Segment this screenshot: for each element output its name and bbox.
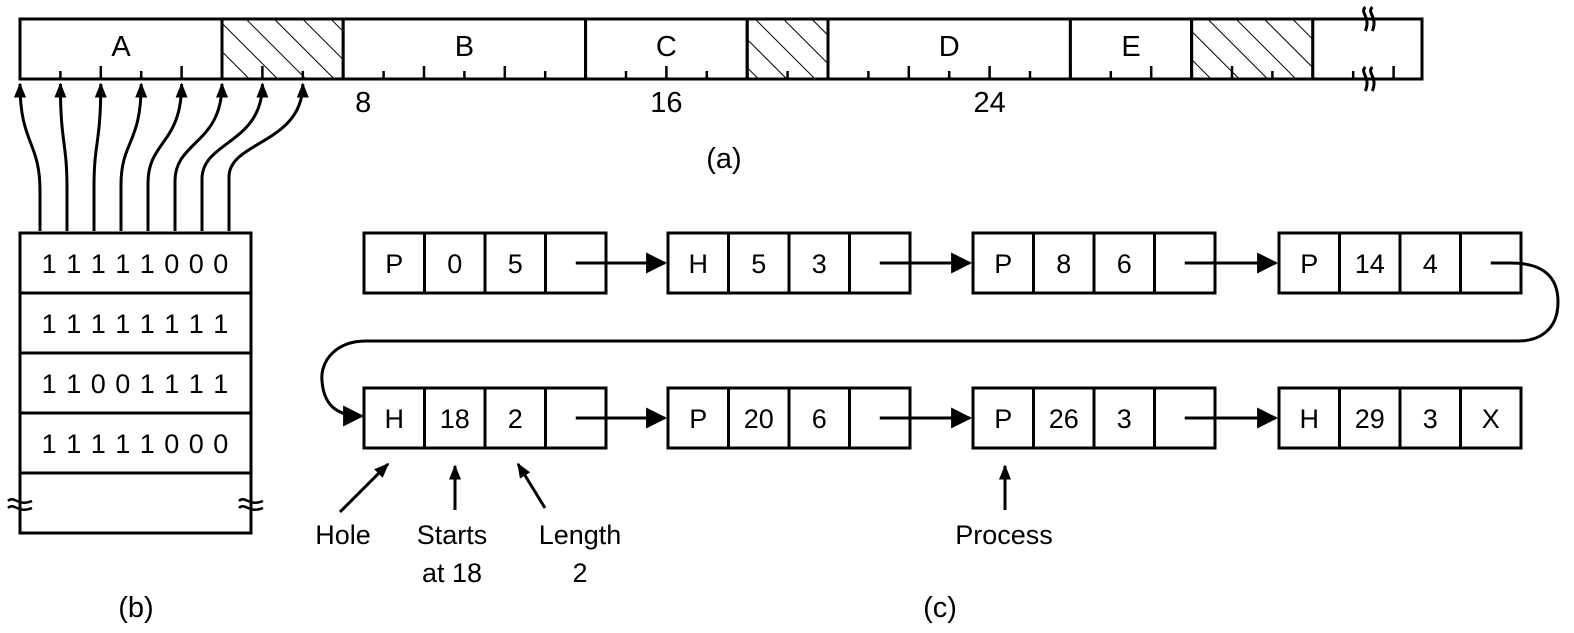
- length-annotation-line1: Length: [539, 520, 622, 550]
- list-annotations: Hole Starts at 18 Length 2 Process: [315, 462, 1053, 588]
- hole-annotation: Hole: [315, 520, 371, 550]
- node-length: 3: [1423, 404, 1438, 434]
- memory-scale-label: 8: [355, 87, 371, 119]
- bitmap: 1 1 1 1 1 0 0 0 1 1 1 1 1 1 1 1 1 1 0 0 1 …: [7, 231, 264, 535]
- node-length: 2: [508, 404, 523, 434]
- list-node-hole: H 5 3: [666, 231, 912, 295]
- memory-segment-label: E: [1121, 31, 1140, 63]
- list-node-process: P 20 6: [666, 386, 912, 450]
- memory-scale-label: 16: [650, 87, 682, 119]
- node-start: 14: [1355, 249, 1385, 279]
- list-node-process: P 8 6: [971, 231, 1217, 295]
- node-start: 20: [744, 404, 774, 434]
- bitmap-row-bits: 1 1 0 0 1 1 1 1: [42, 369, 230, 399]
- process-annotation: Process: [955, 520, 1053, 550]
- memory-segment-process: A: [18, 17, 224, 81]
- memory-segment-process: B: [341, 17, 588, 81]
- node-kind: P: [385, 249, 403, 279]
- node-length: 4: [1423, 249, 1438, 279]
- node-start: 5: [751, 249, 766, 279]
- starts-annotation-line2: at 18: [422, 558, 482, 588]
- node-kind: H: [1300, 404, 1320, 434]
- bitmap-pointer-arrow: [227, 82, 309, 231]
- bitmap-pointer-arrows: [14, 82, 309, 231]
- bitmap-pointer-arrow: [119, 82, 148, 231]
- length-annotation-arrow: [516, 462, 547, 509]
- memory-segment-hole: [1190, 17, 1315, 81]
- node-kind: P: [1300, 249, 1318, 279]
- memory-segment-hole: [745, 17, 830, 81]
- bitmap-caption: (b): [118, 592, 153, 624]
- bitmap-row-bits: 1 1 1 1 1 0 0 0: [42, 429, 230, 459]
- memory-segment-continuation: [1311, 17, 1424, 81]
- node-length: 6: [812, 404, 827, 434]
- list-node-process: P 26 3: [971, 386, 1217, 450]
- memory-unit-ticks: [59, 66, 1395, 79]
- node-kind: P: [994, 404, 1012, 434]
- bitmap-row: 1 1 0 0 1 1 1 1: [18, 351, 253, 415]
- bitmap-pointer-arrow: [173, 82, 228, 231]
- node-length: 6: [1117, 249, 1132, 279]
- bitmap-continuation: [7, 473, 264, 535]
- node-length: 5: [508, 249, 523, 279]
- memory-strip: A B C D E 8 16 24: [18, 5, 1424, 119]
- list-next-pointer-arrow: [320, 261, 1560, 427]
- node-next: X: [1482, 404, 1500, 434]
- memory-segment-label: C: [656, 31, 677, 63]
- node-kind: P: [689, 404, 707, 434]
- node-length: 3: [812, 249, 827, 279]
- node-start: 29: [1355, 404, 1385, 434]
- list-caption: (c): [923, 592, 957, 624]
- memory-break-mark: [1362, 5, 1376, 92]
- bitmap-pointer-arrow: [54, 82, 69, 231]
- node-kind: H: [689, 249, 709, 279]
- node-kind: P: [994, 249, 1012, 279]
- bitmap-pointer-arrow: [92, 82, 107, 231]
- memory-caption: (a): [706, 143, 741, 175]
- memory-segment-process: D: [826, 17, 1072, 81]
- list-node-hole: H 18 2: [362, 386, 608, 450]
- memory-segment-label: A: [111, 31, 131, 63]
- list-node-process: P 0 5: [362, 231, 608, 295]
- bitmap-row: 1 1 1 1 1 0 0 0: [18, 411, 253, 475]
- bitmap-row-bits: 1 1 1 1 1 1 1 1: [42, 309, 230, 339]
- node-start: 8: [1056, 249, 1071, 279]
- bitmap-pointer-arrow: [14, 82, 42, 231]
- bitmap-pointer-arrow: [146, 82, 188, 231]
- memory-segment-process: E: [1068, 17, 1194, 81]
- memory-segment-hole: [220, 17, 345, 81]
- node-start: 26: [1049, 404, 1079, 434]
- hole-annotation-arrow: [338, 462, 390, 514]
- list-node-process: P 14 4: [1277, 231, 1523, 295]
- node-start: 0: [447, 249, 462, 279]
- bitmap-row: 1 1 1 1 1 1 1 1: [18, 291, 253, 355]
- bitmap-pointer-arrow: [200, 82, 269, 231]
- length-annotation-line2: 2: [572, 558, 587, 588]
- bitmap-row: 1 1 1 1 1 0 0 0: [18, 231, 253, 295]
- node-kind: H: [385, 404, 405, 434]
- memory-segment-label: B: [455, 31, 474, 63]
- memory-segment-label: D: [939, 31, 960, 63]
- node-length: 3: [1117, 404, 1132, 434]
- bitmap-row-bits: 1 1 1 1 1 0 0 0: [42, 249, 230, 279]
- node-start: 18: [440, 404, 470, 434]
- list-node-hole: H 29 3 X: [1277, 386, 1523, 450]
- memory-scale-label: 24: [973, 87, 1005, 119]
- starts-annotation-line1: Starts: [417, 520, 488, 550]
